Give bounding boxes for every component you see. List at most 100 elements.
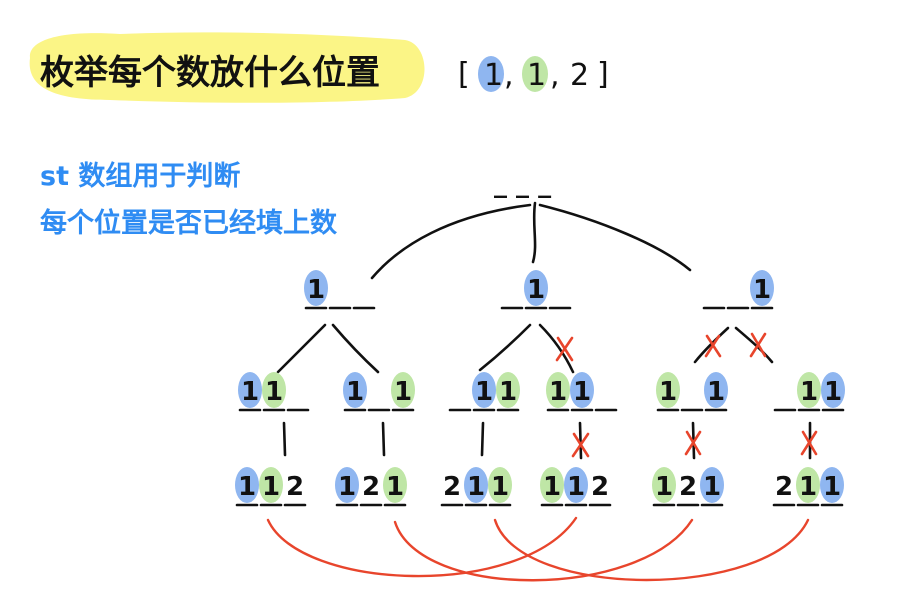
cross-mark-l1c-right bbox=[749, 332, 767, 358]
array-value-2: 2 bbox=[570, 58, 589, 93]
slot-value: 1 bbox=[475, 377, 493, 407]
slot-value: 1 bbox=[753, 275, 771, 305]
slot-bubble bbox=[797, 372, 821, 408]
edge-root-mid bbox=[531, 201, 537, 264]
slot-bubble bbox=[472, 372, 496, 408]
dup-arc-1-4 bbox=[393, 518, 694, 582]
slot-value: 1 bbox=[265, 377, 283, 407]
array-value-bubble-blue bbox=[478, 56, 504, 92]
slot-value: 1 bbox=[307, 275, 325, 305]
slot-bubble bbox=[656, 372, 680, 408]
slot-value: 2 bbox=[286, 472, 304, 502]
slot-value: 1 bbox=[824, 377, 842, 407]
slot-bubble bbox=[464, 467, 488, 503]
slot-value: 1 bbox=[573, 377, 591, 407]
slot-value: 2 bbox=[591, 472, 609, 502]
array-value-bubble-green bbox=[522, 56, 548, 92]
slot-value: 1 bbox=[655, 472, 673, 502]
edge-l1a-right bbox=[331, 323, 380, 374]
slot-bubble bbox=[238, 372, 262, 408]
slot-value: 1 bbox=[467, 472, 485, 502]
slot-value: 2 bbox=[679, 472, 697, 502]
slot-bubble bbox=[488, 467, 512, 503]
cross-mark-l1c-left bbox=[704, 334, 722, 358]
title-text: 枚举每个数放什么位置 bbox=[40, 53, 380, 93]
slot-bubble bbox=[546, 372, 570, 408]
edge-root-left bbox=[370, 203, 532, 280]
slot-value: 1 bbox=[241, 377, 259, 407]
cross-mark-l2-5 bbox=[800, 430, 818, 456]
slot-bubble bbox=[821, 372, 845, 408]
cross-mark-l1b bbox=[555, 336, 574, 362]
slot-value: 1 bbox=[549, 377, 567, 407]
note-line-2: 每个位置是否已经填上数 bbox=[40, 207, 338, 239]
array-value-0: 1 bbox=[484, 58, 503, 93]
slot-value: 1 bbox=[386, 472, 404, 502]
title-highlight bbox=[29, 32, 425, 103]
slot-value: 1 bbox=[491, 472, 509, 502]
edge-l1b-right bbox=[538, 323, 575, 374]
slot-value: 2 bbox=[443, 472, 461, 502]
slot-bubble bbox=[570, 372, 594, 408]
edge-l1c-left bbox=[693, 326, 730, 364]
slot-bubble bbox=[383, 467, 407, 503]
slot-value: 1 bbox=[659, 377, 677, 407]
slot-bubble bbox=[524, 270, 548, 306]
edge-l1c-right bbox=[734, 326, 774, 364]
slot-value: 1 bbox=[567, 472, 585, 502]
input-array: [ 1 , 1 , 2 ] bbox=[458, 56, 609, 93]
slot-bubble bbox=[235, 467, 259, 503]
slot-value: 1 bbox=[238, 472, 256, 502]
slot-value: 2 bbox=[775, 472, 793, 502]
slot-bubble bbox=[496, 372, 520, 408]
slot-value: 1 bbox=[346, 377, 364, 407]
slot-bubble bbox=[704, 372, 728, 408]
array-close-bracket: ] bbox=[597, 57, 609, 92]
edge-l2-2 bbox=[480, 421, 485, 457]
slot-bubble bbox=[820, 467, 844, 503]
cross-mark-l2-3 bbox=[571, 432, 590, 458]
slot-bubble bbox=[343, 372, 367, 408]
tree-node-l1-2: 1 bbox=[702, 270, 774, 310]
edge-root-right bbox=[538, 203, 692, 272]
edge-l1b-left bbox=[478, 323, 532, 372]
dup-arc-0-3 bbox=[266, 516, 578, 578]
slot-value: 1 bbox=[499, 377, 517, 407]
slot-bubble bbox=[304, 270, 328, 306]
tree-node-l1-1: 1 bbox=[500, 270, 572, 310]
slot-value: 1 bbox=[262, 472, 280, 502]
slot-bubble bbox=[391, 372, 415, 408]
slot-value: 1 bbox=[800, 377, 818, 407]
slot-bubble bbox=[335, 467, 359, 503]
pruned-crosses bbox=[555, 332, 818, 458]
slot-value: 1 bbox=[394, 377, 412, 407]
array-open-bracket: [ bbox=[458, 57, 470, 92]
slot-bubble bbox=[540, 467, 564, 503]
slot-bubble bbox=[700, 467, 724, 503]
slot-value: 1 bbox=[527, 275, 545, 305]
slot-value: 1 bbox=[707, 377, 725, 407]
slot-value: 1 bbox=[823, 472, 841, 502]
dup-arc-2-5 bbox=[493, 518, 810, 582]
note-line-1: st 数组用于判断 bbox=[40, 160, 240, 192]
slot-bubble bbox=[259, 467, 283, 503]
slot-value: 1 bbox=[799, 472, 817, 502]
slot-value: 1 bbox=[543, 472, 561, 502]
slot-bubble bbox=[564, 467, 588, 503]
array-value-1: 1 bbox=[527, 58, 546, 93]
array-separator-1: , bbox=[550, 58, 560, 93]
slot-bubble bbox=[262, 372, 286, 408]
